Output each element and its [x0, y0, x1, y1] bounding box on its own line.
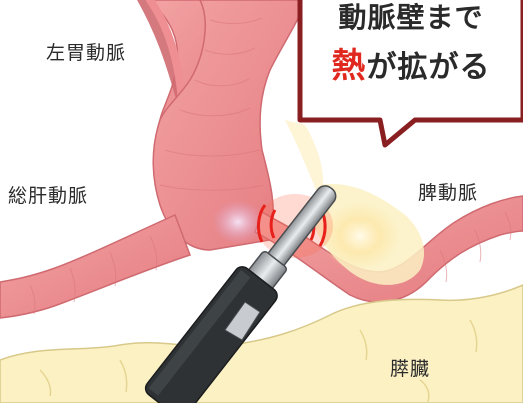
callout-line2-rest: が拡がる [367, 50, 491, 85]
label-pancreas: 膵臓 [390, 354, 430, 381]
tissue-spot [212, 200, 264, 244]
callout-highlight: 熱 [332, 46, 367, 86]
smoke-plume [285, 120, 323, 200]
label-common-hepatic-artery: 総肝動脈 [8, 181, 88, 208]
label-splenic-artery: 脾動脈 [418, 178, 478, 205]
callout-line1: 動脈壁まで [300, 0, 522, 32]
common-hepatic-artery-shape [0, 215, 190, 318]
label-left-gastric-artery: 左胃動脈 [46, 38, 126, 65]
callout-line2: 熱が拡がる [300, 46, 522, 88]
callout-text: 動脈壁まで 熱が拡がる [300, 0, 522, 122]
